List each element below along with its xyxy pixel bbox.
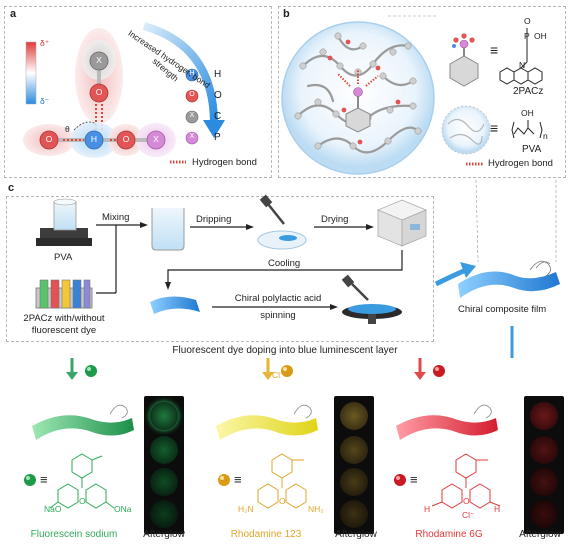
afterglow-well xyxy=(150,402,178,430)
panel-a-hbond-label: Hydrogen bond xyxy=(192,157,257,168)
legend-icon-c: X xyxy=(189,112,195,119)
atom-o-right: O xyxy=(122,134,130,144)
legend-label-p: P xyxy=(214,132,221,143)
afterglow-label-red: Afterglow xyxy=(519,529,561,540)
yellow-film xyxy=(216,404,318,440)
label-2pacz: 2PACz xyxy=(513,86,544,97)
pacz-p: P xyxy=(524,31,530,41)
scale-minus-label: δ⁻ xyxy=(40,96,50,106)
atom-x-right: X xyxy=(153,134,159,144)
panel-c-process-box xyxy=(6,196,434,342)
composite-film xyxy=(458,271,560,298)
pva-oh: OH xyxy=(521,108,534,118)
dye-name-rhodamine6g: Rhodamine 6G xyxy=(415,529,483,540)
step-dye-label-2: fluorescent dye xyxy=(31,325,97,336)
structure-fluorescein: ≡ xyxy=(24,453,115,509)
step-dripping: Dripping xyxy=(196,214,232,225)
afterglow-strip-green xyxy=(144,396,184,534)
atom-o-left: O xyxy=(45,134,53,144)
equiv-pva: ≡ xyxy=(490,120,499,136)
label-pva-b: PVA xyxy=(522,144,542,155)
legend-label-c: C xyxy=(214,111,222,122)
svg-text:≡: ≡ xyxy=(234,472,242,487)
afterglow-strip-red xyxy=(524,396,564,534)
panel-b xyxy=(278,6,566,178)
afterglow-well xyxy=(150,468,178,496)
afterglow-label-yellow: Afterglow xyxy=(335,529,377,540)
fluorescein-sub-left: NaO xyxy=(44,504,62,514)
afterglow-well xyxy=(340,436,368,464)
rh6g-o: O xyxy=(463,496,470,506)
legend-label-o: O xyxy=(214,90,222,101)
pva-n: n xyxy=(543,131,548,141)
charge-scale-bar xyxy=(25,41,37,105)
panel-b-label: b xyxy=(283,8,290,20)
afterglow-well xyxy=(150,436,178,464)
doping-label: Fluorescent dye doping into blue lumines… xyxy=(172,345,398,356)
dye-dot-yellow-top xyxy=(281,365,293,377)
composite-film-label: Chiral composite film xyxy=(458,304,547,315)
atom-x-top: X xyxy=(96,55,102,65)
legend-label-h: H xyxy=(214,69,222,80)
step-drying: Drying xyxy=(321,214,349,225)
rh123-o: O xyxy=(279,496,286,506)
pacz-n: N xyxy=(519,60,526,70)
dye-dot-green-top xyxy=(85,365,97,377)
green-film xyxy=(32,404,134,440)
afterglow-strip-yellow xyxy=(334,396,374,534)
dye-dot-red-top xyxy=(433,365,445,377)
rh123-counter: Cl⁻ xyxy=(272,370,285,380)
panel-c-label: c xyxy=(8,182,15,194)
dye-name-fluorescein: Fluorescein sodium xyxy=(30,529,118,540)
atom-h-center: H xyxy=(90,134,98,144)
legend-icon-h: H xyxy=(189,70,195,77)
panel-b-diagram xyxy=(281,15,543,175)
svg-text:≡: ≡ xyxy=(410,472,418,487)
hbond-strength-arrow xyxy=(142,22,218,125)
rh6g-counter: Cl⁻ xyxy=(462,510,475,520)
equiv-2pacz: ≡ xyxy=(490,42,499,58)
afterglow-well xyxy=(530,436,558,464)
afterglow-well xyxy=(340,500,368,528)
afterglow-well xyxy=(340,402,368,430)
step-dye-label-1: 2PACz with/without xyxy=(23,313,105,324)
pacz-oh: OH xyxy=(534,31,547,41)
afterglow-label-green: Afterglow xyxy=(143,529,185,540)
panel-a-label: a xyxy=(10,8,17,20)
step-spin-1: Chiral polylactic acid xyxy=(234,293,322,304)
step-cooling: Cooling xyxy=(268,258,301,269)
afterglow-well xyxy=(150,500,178,528)
red-film xyxy=(396,404,498,440)
fluorescein-o: O xyxy=(79,496,86,506)
panel-b-hbond-label: Hydrogen bond xyxy=(488,158,553,169)
step-mixing: Mixing xyxy=(102,212,130,223)
fluorescein-sub-right: ONa xyxy=(114,504,132,514)
atom-o-top: O xyxy=(95,87,103,97)
afterglow-well xyxy=(530,402,558,430)
rh123-sub-right: NH₂ xyxy=(308,504,324,514)
panel-a-diagram xyxy=(23,22,225,164)
panel-c-process xyxy=(35,180,560,380)
theta-label: θ xyxy=(65,124,70,134)
afterglow-well xyxy=(340,468,368,496)
dye-name-rhodamine123: Rhodamine 123 xyxy=(230,529,302,540)
pacz-o: O xyxy=(524,16,531,26)
scale-plus-label: δ⁺ xyxy=(40,38,50,48)
step-spin-2: spinning xyxy=(260,310,296,321)
legend-icon-o: O xyxy=(189,91,195,98)
structure-rhodamine123: ≡ xyxy=(218,453,307,509)
structure-rhodamine6g: ≡ xyxy=(394,453,501,509)
step-pva-label: PVA xyxy=(54,252,73,263)
rh6g-sub-left: H xyxy=(424,504,431,514)
panel-a xyxy=(4,6,272,178)
rh6g-sub-right: H xyxy=(494,504,501,514)
rh123-sub-left: H₂N xyxy=(238,504,254,514)
legend-icon-p: X xyxy=(189,133,195,140)
afterglow-well xyxy=(530,468,558,496)
svg-text:≡: ≡ xyxy=(40,472,48,487)
afterglow-well xyxy=(530,500,558,528)
